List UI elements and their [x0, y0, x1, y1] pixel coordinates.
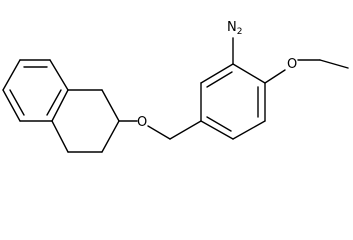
ether-linkage: O	[118, 115, 202, 140]
ether-oxygen-label: O	[137, 115, 147, 130]
bond	[2, 89, 21, 122]
bond	[46, 89, 62, 116]
bond	[232, 63, 266, 84]
amine-group: N2	[227, 20, 242, 65]
amine-element: N	[227, 20, 237, 35]
bond	[9, 89, 25, 116]
tetralin-saturated-ring	[51, 89, 120, 153]
bond	[101, 120, 120, 153]
bond	[101, 89, 120, 122]
bond	[2, 59, 21, 91]
molecule-diagram: O N2 O	[2, 20, 349, 153]
amine-label: N2	[227, 20, 242, 37]
bond	[264, 69, 286, 84]
bond	[51, 120, 69, 153]
bond	[319, 59, 349, 69]
bond	[232, 120, 266, 140]
bond	[147, 125, 171, 140]
bond	[200, 63, 234, 84]
structure-canvas: O N2 O	[2, 20, 349, 153]
bond	[51, 89, 69, 122]
bond	[206, 116, 232, 132]
bond	[169, 120, 202, 140]
amine-hydrogens: 2	[237, 27, 243, 37]
methoxy-group: O	[264, 57, 349, 84]
bond	[49, 59, 69, 91]
methoxy-oxygen-label: O	[287, 57, 297, 72]
tetralin-aromatic-ring	[2, 59, 69, 122]
bond	[200, 120, 234, 140]
bond	[206, 71, 233, 88]
anisole-ring	[200, 63, 266, 140]
